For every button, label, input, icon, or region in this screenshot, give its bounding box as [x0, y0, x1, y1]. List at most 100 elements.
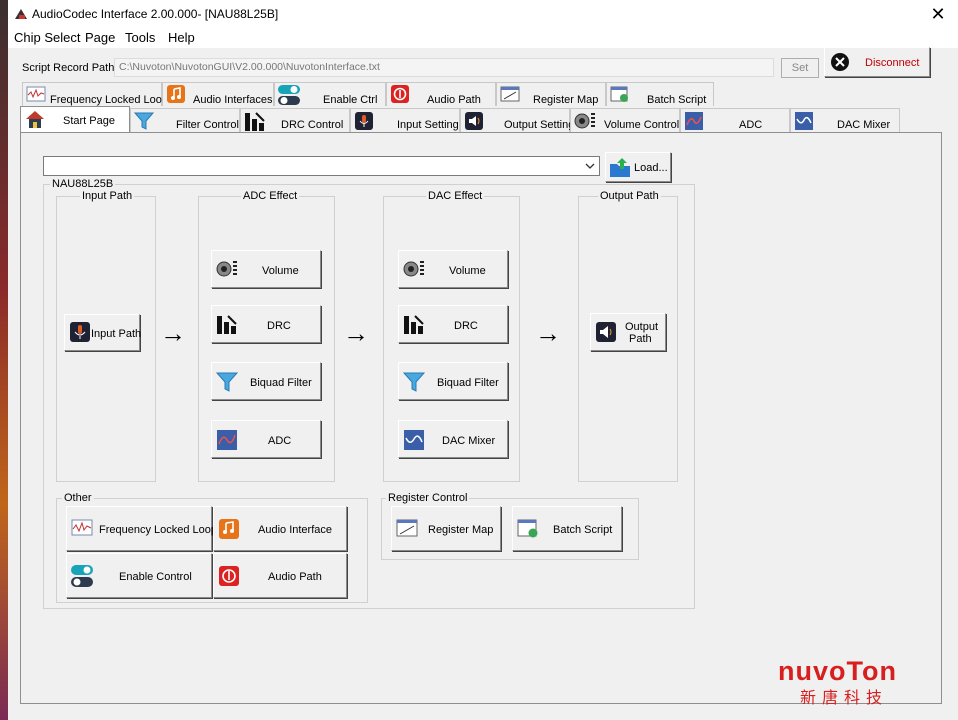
- tab-register-map[interactable]: Register Map: [496, 82, 606, 106]
- menu-chip-select[interactable]: Chip Select: [14, 30, 81, 45]
- tab-adc[interactable]: ADC: [680, 108, 790, 132]
- tab-label: Audio Interfaces: [193, 94, 273, 106]
- menu-page[interactable]: Page: [85, 30, 116, 45]
- config-combobox[interactable]: [43, 156, 600, 176]
- tab-volume-control[interactable]: Volume Control: [570, 108, 680, 132]
- dac-volume-button[interactable]: Volume: [398, 250, 508, 288]
- tab-start-page[interactable]: Start Page: [20, 106, 130, 133]
- tab-label: Start Page: [63, 115, 115, 127]
- chevron-down-icon: [583, 159, 597, 173]
- menu-bar: Chip Select Page Tools Help: [8, 28, 958, 48]
- register-map-icon: [500, 85, 520, 103]
- load-button[interactable]: Load...: [605, 152, 671, 182]
- tab-label: Frequency Locked Loop: [50, 94, 169, 106]
- adc-button[interactable]: ADC: [211, 420, 321, 458]
- frequency-locked-loop-button[interactable]: Frequency Locked Loop: [66, 506, 217, 551]
- tab-frequency-locked-loop[interactable]: Frequency Locked Loop: [22, 82, 168, 106]
- speaker-icon: [595, 321, 617, 343]
- output-path-button[interactable]: Output Path: [590, 313, 666, 351]
- register-map-button[interactable]: Register Map: [391, 506, 501, 551]
- path-icon: [390, 85, 410, 103]
- audio-interface-button[interactable]: Audio Interface: [213, 506, 347, 551]
- toggle-icon: [278, 85, 300, 105]
- tab-dac-mixer[interactable]: DAC Mixer: [790, 108, 900, 132]
- enable-control-button[interactable]: Enable Control: [66, 553, 212, 598]
- frequency-locked-loop-label: Frequency Locked Loop: [99, 524, 218, 536]
- speaker-icon: [464, 111, 484, 130]
- folder-upload-icon: [609, 156, 631, 178]
- volume-knob-icon: [574, 111, 595, 129]
- menu-help[interactable]: Help: [168, 30, 195, 45]
- microphone-icon: [354, 111, 374, 130]
- tab-label: Filter Control: [176, 119, 239, 131]
- tab-label: ADC: [739, 119, 763, 131]
- load-label: Load...: [634, 162, 668, 174]
- dac-drc-label: DRC: [454, 320, 478, 332]
- dac-mixer-label: DAC Mixer: [442, 435, 496, 447]
- batch-script-button[interactable]: Batch Script: [512, 506, 622, 551]
- input-path-button[interactable]: Input Path: [64, 314, 141, 351]
- batch-script-label: Batch Script: [553, 524, 613, 536]
- adc-drc-label: DRC: [267, 320, 291, 332]
- dac-mixer-icon: [794, 111, 814, 130]
- nuvoton-logo: nuvoTon: [778, 656, 897, 686]
- batch-script-icon: [610, 85, 630, 103]
- tab-label: Batch Script: [647, 94, 707, 106]
- adc-volume-label: Volume: [262, 265, 299, 277]
- dac-drc-button[interactable]: DRC: [398, 305, 508, 343]
- adc-biquad-filter-button[interactable]: Biquad Filter: [211, 362, 321, 400]
- waveform-icon: [71, 518, 93, 540]
- menu-tools[interactable]: Tools: [125, 30, 156, 45]
- disconnect-label: Disconnect: [865, 57, 920, 69]
- register-map-label: Register Map: [428, 524, 494, 536]
- tab-batch-script[interactable]: Batch Script: [606, 82, 714, 106]
- tab-input-setting[interactable]: Input Setting: [350, 108, 460, 132]
- tab-audio-interfaces[interactable]: Audio Interfaces: [162, 82, 274, 106]
- filter-icon: [134, 111, 154, 130]
- set-button[interactable]: Set: [781, 58, 819, 78]
- tab-audio-path[interactable]: Audio Path: [386, 82, 496, 106]
- register-control-title: Register Control: [386, 492, 470, 504]
- tab-filter-control[interactable]: Filter Control: [130, 108, 240, 132]
- script-path-field[interactable]: C:\Nuvoton\NuvotonGUI\V2.00.000\NuvotonI…: [114, 58, 774, 77]
- adc-drc-button[interactable]: DRC: [211, 305, 321, 343]
- device-group: [43, 184, 695, 609]
- batch-script-icon: [517, 518, 539, 540]
- register-map-icon: [396, 518, 418, 540]
- enable-control-label: Enable Control: [119, 571, 192, 583]
- disconnect-button[interactable]: Disconnect: [824, 47, 930, 77]
- home-icon: [24, 109, 44, 128]
- adc-effect-title: ADC Effect: [241, 190, 300, 202]
- output-path-title: Output Path: [598, 190, 661, 202]
- filter-icon: [216, 371, 238, 393]
- window-title: AudioCodec Interface 2.00.000- [NAU88L25…: [32, 7, 279, 21]
- other-group: [56, 498, 368, 603]
- adc-volume-button[interactable]: Volume: [211, 250, 321, 288]
- app-window: AudioCodec Interface 2.00.000- [NAU88L25…: [8, 0, 958, 720]
- microphone-icon: [69, 321, 91, 343]
- adc-label: ADC: [268, 435, 292, 447]
- dac-biquad-filter-button[interactable]: Biquad Filter: [398, 362, 508, 400]
- audio-path-button[interactable]: Audio Path: [213, 553, 347, 598]
- tab-drc-control[interactable]: DRC Control: [240, 108, 350, 132]
- dac-effect-title: DAC Effect: [426, 190, 485, 202]
- audio-interface-label: Audio Interface: [258, 524, 332, 536]
- tab-label: Register Map: [533, 94, 599, 106]
- drc-icon: [403, 314, 425, 336]
- tab-label: DRC Control: [281, 119, 344, 131]
- adc-icon: [684, 111, 704, 130]
- close-icon[interactable]: ✕: [930, 4, 946, 24]
- waveform-icon: [26, 85, 46, 103]
- dac-mixer-button[interactable]: DAC Mixer: [398, 420, 508, 458]
- title-bar: AudioCodec Interface 2.00.000- [NAU88L25…: [8, 0, 958, 28]
- volume-knob-icon: [216, 259, 238, 281]
- output-path-label-1: Output: [625, 321, 659, 333]
- dac-volume-label: Volume: [449, 265, 486, 277]
- disconnect-icon: [830, 52, 850, 72]
- tab-label: Audio Path: [427, 94, 481, 106]
- tab-enable-ctrl[interactable]: Enable Ctrl: [274, 82, 386, 106]
- tab-output-setting[interactable]: Output Setting: [460, 108, 574, 132]
- app-icon: [14, 8, 28, 20]
- register-control-group: [381, 498, 639, 560]
- tab-label: Input Setting: [397, 119, 459, 131]
